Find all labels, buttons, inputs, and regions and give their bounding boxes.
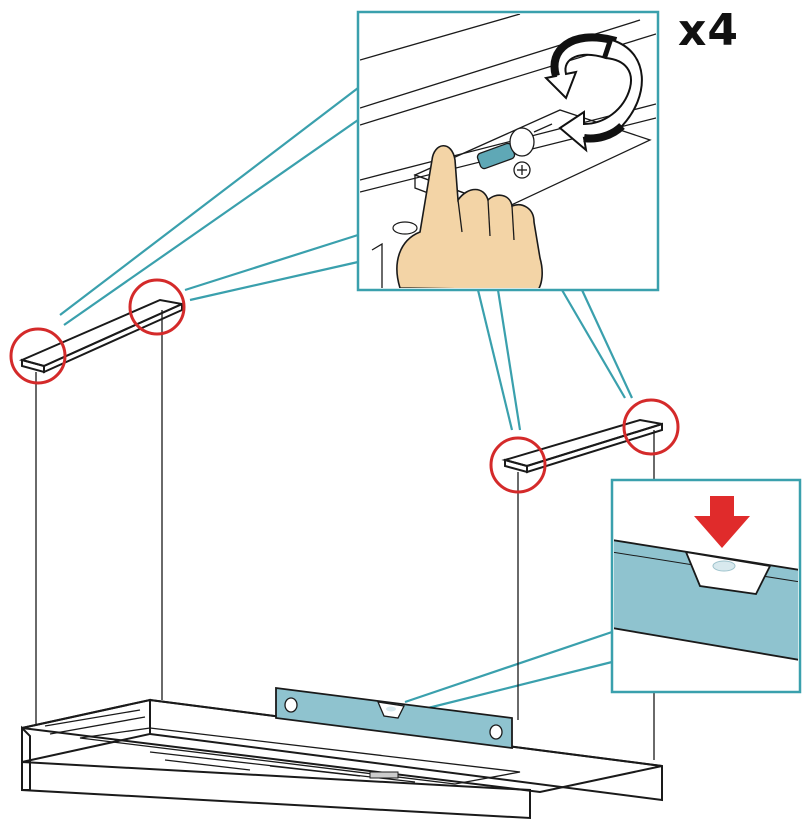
highlight-ring-2 — [128, 278, 186, 336]
highlight-ring-4 — [622, 398, 680, 456]
callout-connectors-level — [404, 630, 613, 714]
left-mounting-rail — [18, 298, 186, 374]
level-detail-callout — [610, 478, 802, 694]
highlight-ring-3 — [489, 436, 547, 494]
down-arrow-icon — [694, 496, 750, 548]
quantity-label: x4 — [678, 5, 739, 56]
screw-detail-callout — [356, 10, 660, 292]
right-mounting-rail — [501, 418, 663, 474]
callout-connectors-top — [59, 87, 633, 431]
rotate-arrows-icon — [543, 33, 643, 153]
suspension-cables — [35, 310, 655, 760]
hand-icon — [396, 144, 543, 288]
highlight-rings — [9, 278, 680, 494]
spirit-level-tool — [275, 686, 513, 750]
highlight-ring-1 — [9, 327, 67, 385]
